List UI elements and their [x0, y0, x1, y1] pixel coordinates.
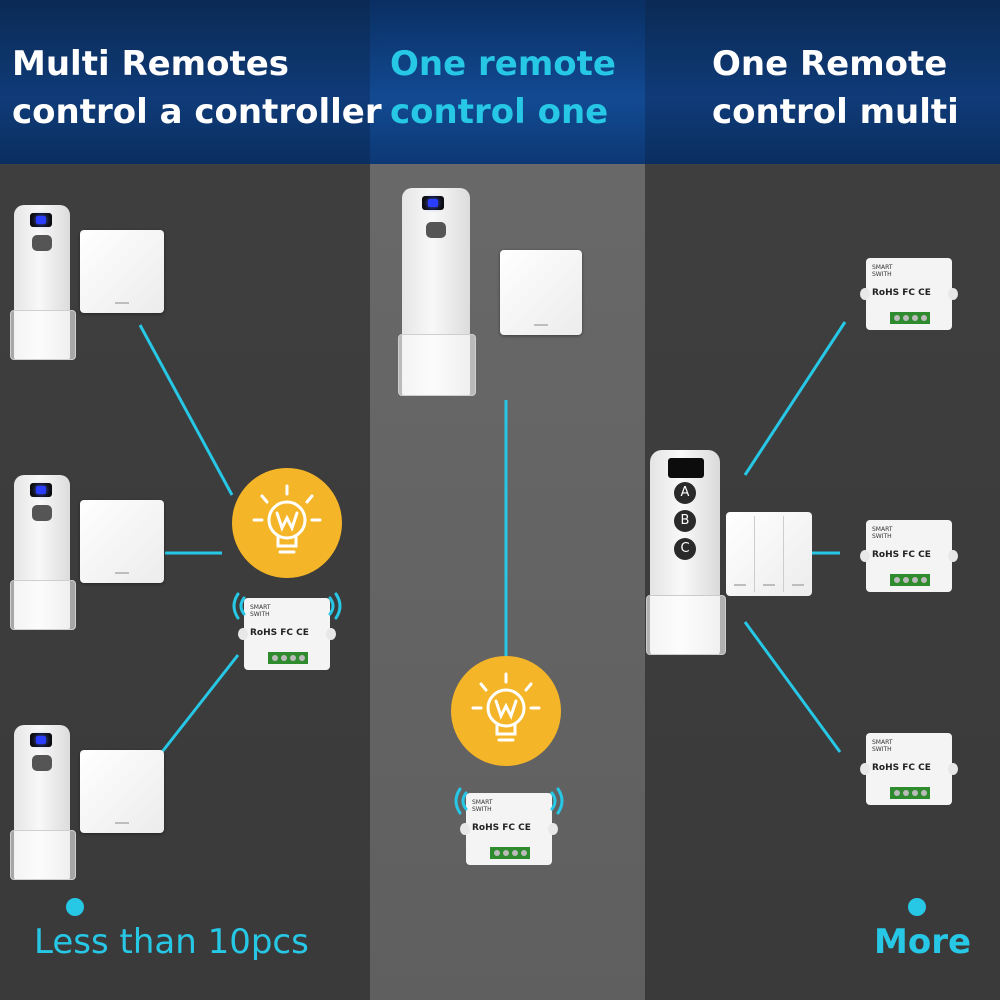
wall-holder — [10, 310, 76, 360]
led-indicator-icon — [30, 213, 52, 227]
led-indicator-icon — [422, 196, 444, 210]
wall-switch — [80, 750, 164, 833]
key-fob-remote — [10, 205, 76, 360]
wall-switch — [500, 250, 582, 335]
light-bulb-icon — [232, 468, 342, 578]
heading-line-1: Multi Remotes — [12, 44, 290, 84]
module-cert-marks: RoHS FC CE — [872, 763, 931, 773]
header-band-left — [0, 0, 370, 164]
triple-wall-switch — [726, 512, 812, 596]
module-cert-marks: RoHS FC CE — [472, 823, 531, 833]
remote-button-c: C — [674, 538, 696, 560]
remote-button-b: B — [674, 510, 696, 532]
heading-one-remote: One remote control one — [390, 40, 616, 136]
line-to-module-top — [743, 321, 847, 476]
heading-line-2: control a controller — [12, 92, 382, 132]
remote-button — [426, 222, 446, 238]
header-band-right — [645, 0, 1000, 164]
heading-one-remote-multi: One Remote control multi — [712, 40, 959, 136]
light-bulb-icon — [451, 656, 561, 766]
heading-line-1: One remote — [390, 44, 616, 84]
wall-holder — [10, 830, 76, 880]
module-cert-marks: RoHS FC CE — [250, 628, 309, 638]
remote-button — [32, 755, 52, 771]
module-cert-marks: RoHS FC CE — [872, 288, 931, 298]
remote-button-a: A — [674, 482, 696, 504]
heading-line-2: control one — [390, 92, 609, 132]
heading-line-2: control multi — [712, 92, 959, 132]
three-button-remote: A B C — [646, 450, 726, 655]
wifi-signal-icon — [454, 787, 564, 815]
line-to-module-bottom — [743, 621, 842, 753]
key-fob-remote — [10, 725, 76, 880]
key-fob-remote — [398, 188, 476, 396]
wall-switch — [80, 230, 164, 313]
footer-label-more: More — [874, 922, 972, 962]
wall-holder — [646, 595, 726, 655]
footer-label-less: Less than 10pcs — [34, 922, 309, 962]
wall-holder — [10, 580, 76, 630]
remote-button — [32, 235, 52, 251]
remote-screen — [668, 458, 704, 478]
bullet-dot-left — [66, 898, 84, 916]
wifi-signal-icon — [232, 592, 342, 620]
header-band-middle — [370, 0, 645, 164]
bullet-dot-right — [908, 898, 926, 916]
led-indicator-icon — [30, 733, 52, 747]
led-indicator-icon — [30, 483, 52, 497]
heading-line-1: One Remote — [712, 44, 948, 84]
key-fob-remote — [10, 475, 76, 630]
module-cert-marks: RoHS FC CE — [872, 550, 931, 560]
line-remote3-to-module — [160, 654, 240, 753]
line-remote1-to-bulb — [138, 324, 234, 496]
remote-button — [32, 505, 52, 521]
wall-switch — [80, 500, 164, 583]
wall-holder — [398, 334, 476, 396]
heading-multi-remotes: Multi Remotes control a controller — [12, 40, 382, 136]
